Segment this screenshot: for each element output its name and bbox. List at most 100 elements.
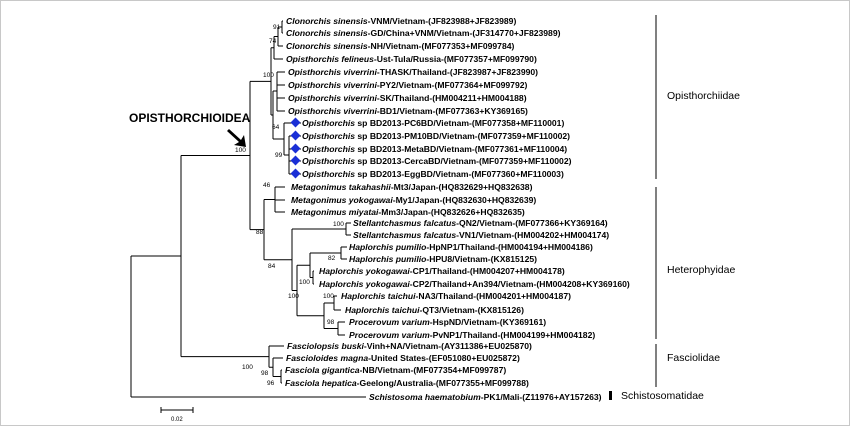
bootstrap-value: 100 [288,293,299,300]
isolate-accession: -United States-(EF051080+EU025872) [368,353,520,363]
leaf-label: Opisthorchis viverrini-PY2/Vietnam-(MF07… [288,80,528,90]
isolate-accession: -My1/Japan-(HQ832630+HQ832639) [393,195,537,205]
species-name: Opisthorchis [302,144,355,154]
leaf-label: Fasciola gigantica-NB/Vietnam-(MF077354+… [285,365,506,375]
sample-marker-diamond [290,155,301,166]
leaf-label: Opisthorchis viverrini-SK/Thailand-(HM00… [288,93,527,103]
bootstrap-value: 84 [268,263,276,270]
leaf-label: Stellantchasmus falcatus-VN1/Vietnam-(HM… [353,230,609,240]
bootstrap-value: 98 [327,319,335,326]
bootstrap-value: 99 [275,152,283,159]
species-name: Fasciolopsis buski [287,341,365,351]
species-name: Metagonimus yokogawai [291,195,393,205]
superfamily-label: OPISTHORCHIOIDEA [129,111,251,125]
leaf-label: Schistosoma haematobium-PK1/Mali-(Z11976… [369,392,602,402]
sample-marker-diamond [290,143,301,154]
leaf-label: Opisthorchis sp BD2013-PC6BD/Vietnam-(MF… [302,118,564,128]
species-name: Procerovum varium [349,317,430,327]
family-bracket [609,391,612,400]
leaf-label: Opisthorchis felineus-Ust-Tula/Russia-(M… [286,54,537,64]
leaf-label: Metagonimus yokogawai-My1/Japan-(HQ83263… [291,195,536,205]
leaf-label: Metagonimus miyatai-Mm3/Japan-(HQ832626+… [291,207,525,217]
sample-marker-diamond [290,168,301,179]
species-name: Opisthorchis felineus [286,54,374,64]
isolate-accession: -THASK/Thailand-(JF823987+JF823990) [377,67,538,77]
species-name: Clonorchis sinensis [286,28,368,38]
leaf-label: Fasciola hepatica-Geelong/Australia-(MF0… [285,378,529,388]
leaf-label: Haplorchis yokogawai-CP2/Thailand+An394/… [319,279,630,289]
species-name: Fascioloides magna [286,353,368,363]
species-name: Schistosoma haematobium [369,392,481,402]
family-label: Fasciolidae [667,352,720,364]
isolate-accession: -PvNP1/Thailand-(HM004199+HM004182) [430,330,596,340]
species-name: Procerovum varium [349,330,430,340]
isolate-accession: sp BD2013-EggBD/Vietnam-(MF077360+MF1100… [355,169,564,179]
isolate-accession: -Mt3/Japan-(HQ832629+HQ832638) [391,182,533,192]
leaf-label: Stellantchasmus falcatus-QN2/Vietnam-(MF… [353,218,608,228]
isolate-accession: -SK/Thailand-(HM004211+HM004188) [377,93,527,103]
family-label: Opisthorchiidae [667,90,740,102]
species-name: Fasciola gigantica [285,365,360,375]
isolate-accession: -CP1/Thailand-(HM004207+HM004178) [410,266,565,276]
leaf-label: Metagonimus takahashii-Mt3/Japan-(HQ8326… [291,182,533,192]
isolate-accession: -BD1/Vietnam-(MF077363+KY369165) [377,106,528,116]
species-name: Opisthorchis [302,131,355,141]
leaf-label: Procerovum varium-PvNP1/Thailand-(HM0041… [349,330,595,340]
isolate-accession: -Vinh+NA/Vietnam-(AY311386+EU025870) [364,341,532,351]
bootstrap-value: 74 [269,38,277,45]
isolate-accession: sp BD2013-PM10BD/Vietnam-(MF077359+MF110… [355,131,570,141]
bootstrap-value: 82 [328,255,336,262]
bootstrap-value: 91 [273,24,281,31]
species-name: Haplorchis taichui [345,305,420,315]
leaf-label: Opisthorchis sp BD2013-EggBD/Vietnam-(MF… [302,169,564,179]
leaf-label: Opisthorchis sp BD2013-MetaBD/Vietnam-(M… [302,144,567,154]
isolate-accession: -VNM/Vietnam-(JF823988+JF823989) [368,16,517,26]
bootstrap-value: 100 [299,279,310,286]
bootstrap-value: 96 [267,380,275,387]
isolate-accession: -HspND/Vietnam-(KY369161) [430,317,547,327]
species-name: Opisthorchis viverrini [288,106,377,116]
bootstrap-value: 98 [261,370,269,377]
leaf-label: Opisthorchis sp BD2013-CercaBD/Vietnam-(… [302,156,572,166]
scale-bar-label: 0.02 [171,417,183,423]
species-name: Metagonimus takahashii [291,182,391,192]
isolate-accession: -Ust-Tula/Russia-(MF077357+MF099790) [374,54,537,64]
species-name: Clonorchis sinensis [286,41,368,51]
isolate-accession: -QT3/Vietnam-(KX815126) [420,305,525,315]
species-name: Opisthorchis viverrini [288,80,377,90]
species-name: Haplorchis pumilio [349,242,426,252]
isolate-accession: -CP2/Thailand+An394/Vietnam-(HM004208+KY… [410,279,630,289]
isolate-accession: -NH/Vietnam-(MF077353+MF099784) [368,41,515,51]
pointer-arrow-icon [227,129,246,147]
isolate-accession: -HpNP1/Thailand-(HM004194+HM004186) [426,242,593,252]
isolate-accession: -VN1/Vietnam-(HM004202+HM004174) [456,230,609,240]
species-name: Opisthorchis [302,118,355,128]
leaf-label: Opisthorchis sp BD2013-PM10BD/Vietnam-(M… [302,131,570,141]
species-name: Haplorchis taichui [341,291,416,301]
bootstrap-value: 88 [256,229,264,236]
leaf-label: Clonorchis sinensis-VNM/Vietnam-(JF82398… [286,16,516,26]
sample-marker-diamond [290,130,301,141]
species-name: Opisthorchis viverrini [288,93,377,103]
species-name: Opisthorchis [302,156,355,166]
isolate-accession: -GD/China+VNM/Vietnam-(JF314770+JF823989… [368,28,561,38]
species-name: Fasciola hepatica [285,378,357,388]
leaf-label: Opisthorchis viverrini-BD1/Vietnam-(MF07… [288,106,528,116]
family-label: Heterophyidae [667,264,735,276]
species-name: Haplorchis yokogawai [319,266,410,276]
isolate-accession: -HPU8/Vietnam-(KX815125) [426,254,537,264]
bootstrap-value: 100 [333,221,344,228]
bootstrap-value: 100 [242,364,253,371]
bootstrap-value: 46 [263,182,271,189]
isolate-accession: -QN2/Vietnam-(MF077366+KY369164) [456,218,608,228]
isolate-accession: sp BD2013-MetaBD/Vietnam-(MF077361+MF110… [355,144,567,154]
species-name: Haplorchis pumilio [349,254,426,264]
bootstrap-value: 100 [235,147,246,154]
leaf-label: Haplorchis pumilio-HpNP1/Thailand-(HM004… [349,242,593,252]
species-name: Stellantchasmus falcatus [353,230,456,240]
sample-marker-diamond [290,117,301,128]
species-name: Haplorchis yokogawai [319,279,410,289]
species-name: Metagonimus miyatai [291,207,379,217]
isolate-accession: sp BD2013-CercaBD/Vietnam-(MF077359+MF11… [355,156,572,166]
